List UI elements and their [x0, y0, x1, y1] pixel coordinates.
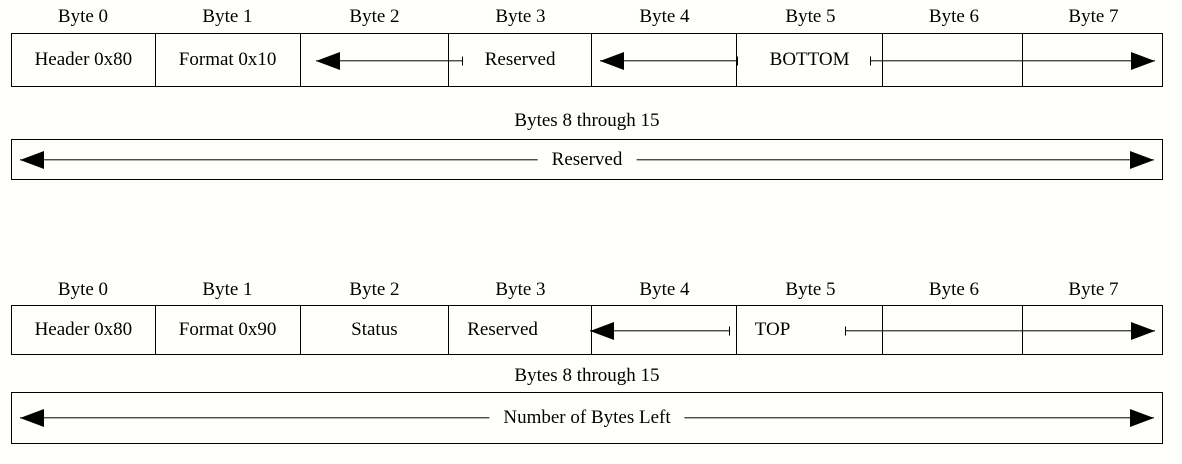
arrow-tick-start: [845, 326, 847, 336]
byte-cell-3-label: Reserved: [467, 319, 538, 340]
arrow-tick-end: [728, 326, 730, 336]
byte-cell-3-label: Reserved: [484, 49, 556, 70]
top-field-arrow-left: [590, 322, 730, 340]
byte-label-0: Byte 0: [57, 279, 109, 300]
bottom-field-arrow-left: [600, 52, 738, 70]
arrow-line: [316, 60, 463, 62]
reserved-field-arrow-2-3: [316, 52, 463, 70]
byte-cell-2-label: Status: [351, 319, 398, 340]
byte-label-5: Byte 5: [785, 279, 836, 300]
arrow-line: [845, 330, 1155, 332]
wide-row-label: Number of Bytes Left: [489, 407, 685, 429]
byte-label-1: Byte 1: [202, 6, 253, 27]
wide-row-2: Number of Bytes Left: [11, 392, 1163, 444]
arrow-head-right-icon: [1131, 322, 1155, 340]
byte-cell-5: BOTTOM: [737, 34, 884, 86]
arrow-tick-end: [461, 56, 463, 66]
arrow-line: [870, 60, 1155, 62]
byte-label-1: Byte 1: [202, 279, 253, 300]
byte-label-6: Byte 6: [928, 6, 980, 27]
byte-label-4: Byte 4: [639, 279, 690, 300]
byte-cells-row-2: Header 0x80 Format 0x90 Status Reserved …: [11, 305, 1163, 355]
byte-cell-5-label: TOP: [754, 319, 791, 340]
byte-cell-0: Header 0x80: [12, 34, 156, 86]
byte-cell-1: Format 0x10: [156, 34, 301, 86]
wide-row-caption: Bytes 8 through 15: [514, 110, 660, 131]
arrow-head-left-icon: [590, 322, 614, 340]
byte-cell-2: Status: [301, 306, 450, 354]
arrow-line: [600, 60, 738, 62]
top-field-arrow-right: [845, 322, 1155, 340]
byte-cell-4: [592, 306, 737, 354]
arrow-head-left-icon: [20, 409, 44, 427]
arrow-tick-end: [736, 56, 738, 66]
wide-row-caption-2: Bytes 8 through 15: [514, 365, 660, 386]
byte-cell-5-label: BOTTOM: [769, 49, 850, 70]
arrow-head-right-icon: [1130, 150, 1154, 169]
byte-cell-2: [301, 34, 450, 86]
arrow-head-left-icon: [20, 150, 44, 169]
wide-row-label: Reserved: [537, 148, 637, 171]
byte-cell-1-label: Format 0x10: [178, 49, 277, 70]
byte-cells-row: Header 0x80 Format 0x10 Reserved BOTTOM: [11, 33, 1163, 87]
byte-cell-6: [883, 34, 1024, 86]
arrow-line: [590, 330, 730, 332]
byte-cell-1: Format 0x90: [156, 306, 301, 354]
byte-cell-1-label: Format 0x90: [178, 319, 277, 340]
byte-cell-4: [592, 34, 737, 86]
byte-label-7: Byte 7: [1068, 279, 1119, 300]
byte-label-0: Byte 0: [57, 6, 109, 27]
byte-label-2: Byte 2: [349, 6, 400, 27]
bottom-field-arrow-right: [870, 52, 1155, 70]
byte-label-3: Byte 3: [495, 279, 546, 300]
byte-cell-0: Header 0x80: [12, 306, 156, 354]
arrow-head-left-icon: [316, 52, 340, 70]
byte-cell-6: [883, 306, 1024, 354]
byte-label-2: Byte 2: [349, 279, 400, 300]
byte-cell-3: Reserved: [449, 34, 592, 86]
wide-row: Reserved: [11, 139, 1163, 180]
byte-cell-5: TOP: [737, 306, 884, 354]
arrow-head-right-icon: [1130, 409, 1154, 427]
byte-label-row-2: Byte 0 Byte 1 Byte 2 Byte 3 Byte 4 Byte …: [11, 275, 1163, 305]
byte-label-row: Byte 0 Byte 1 Byte 2 Byte 3 Byte 4 Byte …: [11, 2, 1163, 32]
byte-label-7: Byte 7: [1068, 6, 1119, 27]
byte-label-3: Byte 3: [495, 6, 546, 27]
arrow-tick-start: [870, 56, 872, 66]
byte-label-5: Byte 5: [785, 6, 836, 27]
byte-cell-0-label: Header 0x80: [34, 319, 133, 340]
byte-cell-3: Reserved: [449, 306, 592, 354]
byte-cell-0-label: Header 0x80: [34, 49, 133, 70]
byte-label-6: Byte 6: [928, 279, 980, 300]
arrow-head-right-icon: [1131, 52, 1155, 70]
byte-label-4: Byte 4: [639, 6, 690, 27]
arrow-head-left-icon: [600, 52, 624, 70]
